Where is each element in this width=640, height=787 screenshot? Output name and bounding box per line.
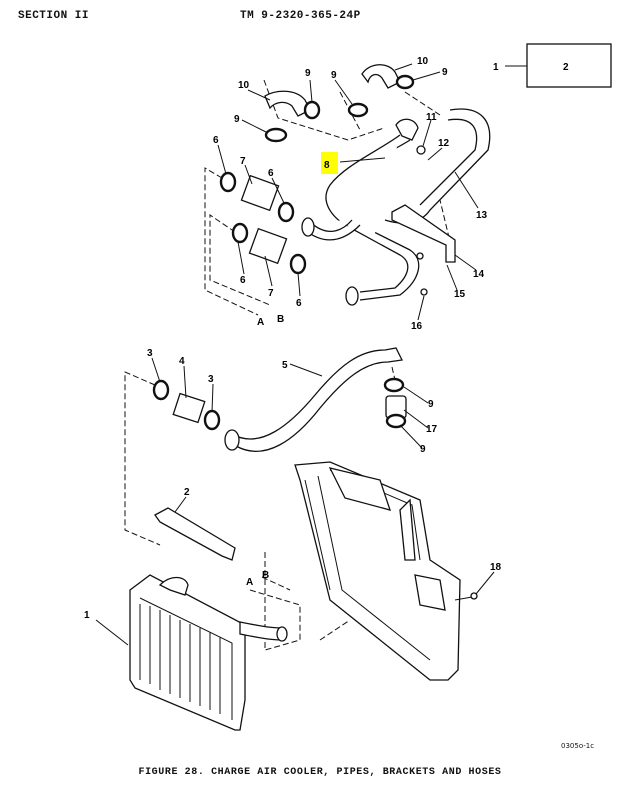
callout-15: 15 [454, 289, 466, 300]
radiator-frame [294, 461, 478, 681]
callout-17: 17 [426, 424, 438, 435]
callout-8: 8 [324, 160, 330, 171]
reference-box: 1 2 [493, 43, 612, 88]
upper-pipes [264, 64, 491, 306]
ref-label-1: 1 [493, 62, 499, 73]
callout-18: 18 [490, 562, 502, 573]
callout-3: 3 [208, 374, 214, 385]
callout-10: 10 [238, 80, 250, 91]
callout-9: 9 [331, 70, 337, 81]
figure-caption: FIGURE 28. CHARGE AIR COOLER, PIPES, BRA… [138, 767, 502, 778]
callout-6: 6 [268, 168, 274, 179]
callout-13: 13 [476, 210, 488, 221]
callout-2: 2 [184, 487, 190, 498]
callout-9: 9 [428, 399, 434, 410]
callout-9: 9 [234, 114, 240, 125]
charge-air-cooler [129, 574, 288, 731]
callout-1: 1 [84, 610, 90, 621]
callout-6: 6 [296, 298, 302, 309]
callout-A: A [246, 577, 253, 588]
callout-9: 9 [442, 67, 448, 78]
callout-7: 7 [240, 156, 246, 167]
callout-14: 14 [473, 269, 485, 280]
manual-number: TM 9-2320-365-24P [240, 10, 361, 22]
callout-6: 6 [240, 275, 246, 286]
callout-7: 7 [268, 288, 274, 299]
bracket-part-2 [154, 507, 236, 561]
callout-16: 16 [411, 321, 423, 332]
callout-8-highlight [321, 152, 338, 174]
alignment-lines-lower [124, 371, 351, 651]
callout-12: 12 [438, 138, 450, 149]
callout-4: 4 [179, 356, 185, 367]
ref-label-2: 2 [563, 62, 569, 73]
callout-labels: 10 9 9 10 9 9 6 7 6 8 11 12 13 14 15 16 … [84, 56, 502, 621]
callout-3: 3 [147, 348, 153, 359]
callout-B: B [277, 314, 284, 325]
lower-pipe-assembly [152, 347, 407, 452]
callout-A: A [257, 317, 264, 328]
callout-11: 11 [426, 112, 437, 123]
callout-6: 6 [213, 135, 219, 146]
leader-lines [95, 63, 495, 646]
callout-5: 5 [282, 360, 288, 371]
section-header: SECTION II [18, 10, 90, 22]
callout-9: 9 [305, 68, 311, 79]
callout-10: 10 [417, 56, 429, 67]
upper-hoses-clamps [219, 74, 428, 296]
callout-B: B [262, 570, 269, 581]
drawing-id: 0305o-1c [561, 742, 595, 750]
callout-9: 9 [420, 444, 426, 455]
